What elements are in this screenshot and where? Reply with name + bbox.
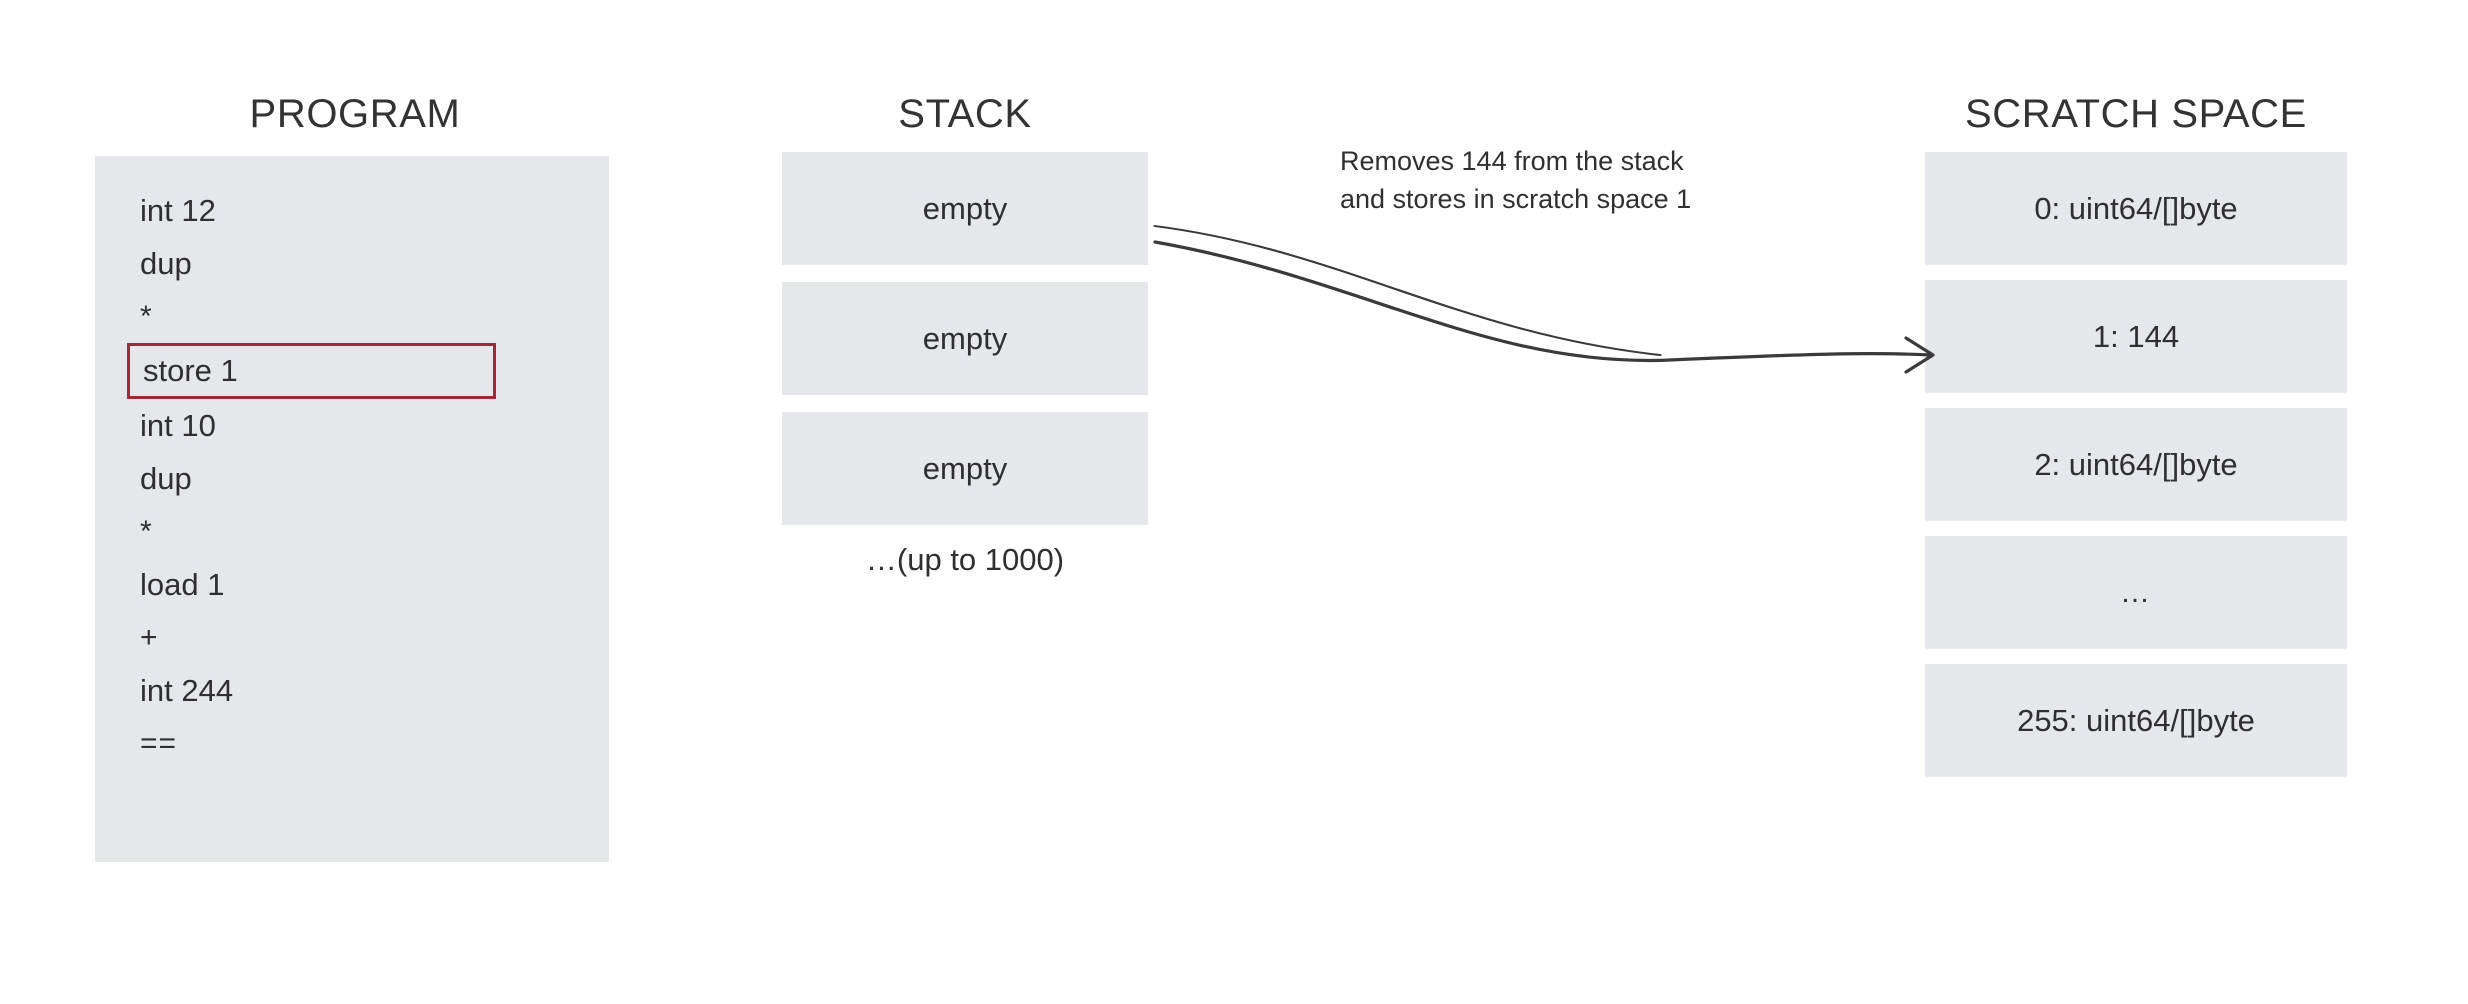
program-line: * [140, 515, 153, 548]
annotation-line-2: and stores in scratch space 1 [1340, 184, 1692, 214]
curved-arrow-right-icon [1153, 225, 1935, 374]
stack-cell: empty [782, 152, 1148, 265]
stack-column: empty empty empty …(up to 1000) [782, 152, 1148, 578]
scratch-space-column: 0: uint64/[]byte 1: 144 2: uint64/[]byte … 2… [1925, 152, 2347, 792]
program-line: + [140, 621, 159, 654]
program-line: int 10 [140, 408, 216, 443]
stack-cell-list: empty empty empty [782, 152, 1148, 525]
annotation-line-1: Removes 144 from the stack [1340, 146, 1684, 176]
program-instruction-list: int 12 dup * store 1 int 10 dup * load 1 + int 24… [127, 184, 572, 770]
scratch-space-column-title: SCRATCH SPACE [1965, 92, 2307, 136]
stack-column-title: STACK [898, 92, 1032, 136]
program-panel: int 12 dup * store 1 int 10 dup * load 1 + int 24… [95, 156, 609, 862]
stack-cell: empty [782, 412, 1148, 525]
stack-cell: empty [782, 282, 1148, 395]
program-line: == [140, 727, 178, 760]
scratch-cell-list: 0: uint64/[]byte 1: 144 2: uint64/[]byte … 2… [1925, 152, 2347, 777]
program-line: * [140, 300, 153, 333]
program-line: dup [140, 246, 192, 281]
program-line: dup [140, 461, 192, 496]
scratch-cell: 255: uint64/[]byte [1925, 664, 2347, 777]
scratch-cell: 1: 144 [1925, 280, 2347, 393]
program-column-title: PROGRAM [249, 92, 461, 136]
scratch-cell-ellipsis: … [1925, 536, 2347, 649]
program-line: int 12 [140, 193, 216, 228]
annotation-text: Removes 144 from the stack and stores in… [1340, 142, 1800, 218]
program-line-highlighted: store 1 [127, 343, 496, 399]
scratch-cell: 2: uint64/[]byte [1925, 408, 2347, 521]
program-line: load 1 [140, 567, 225, 602]
stack-overflow-note: …(up to 1000) [865, 542, 1065, 577]
program-line: int 244 [140, 673, 234, 708]
scratch-cell: 0: uint64/[]byte [1925, 152, 2347, 265]
